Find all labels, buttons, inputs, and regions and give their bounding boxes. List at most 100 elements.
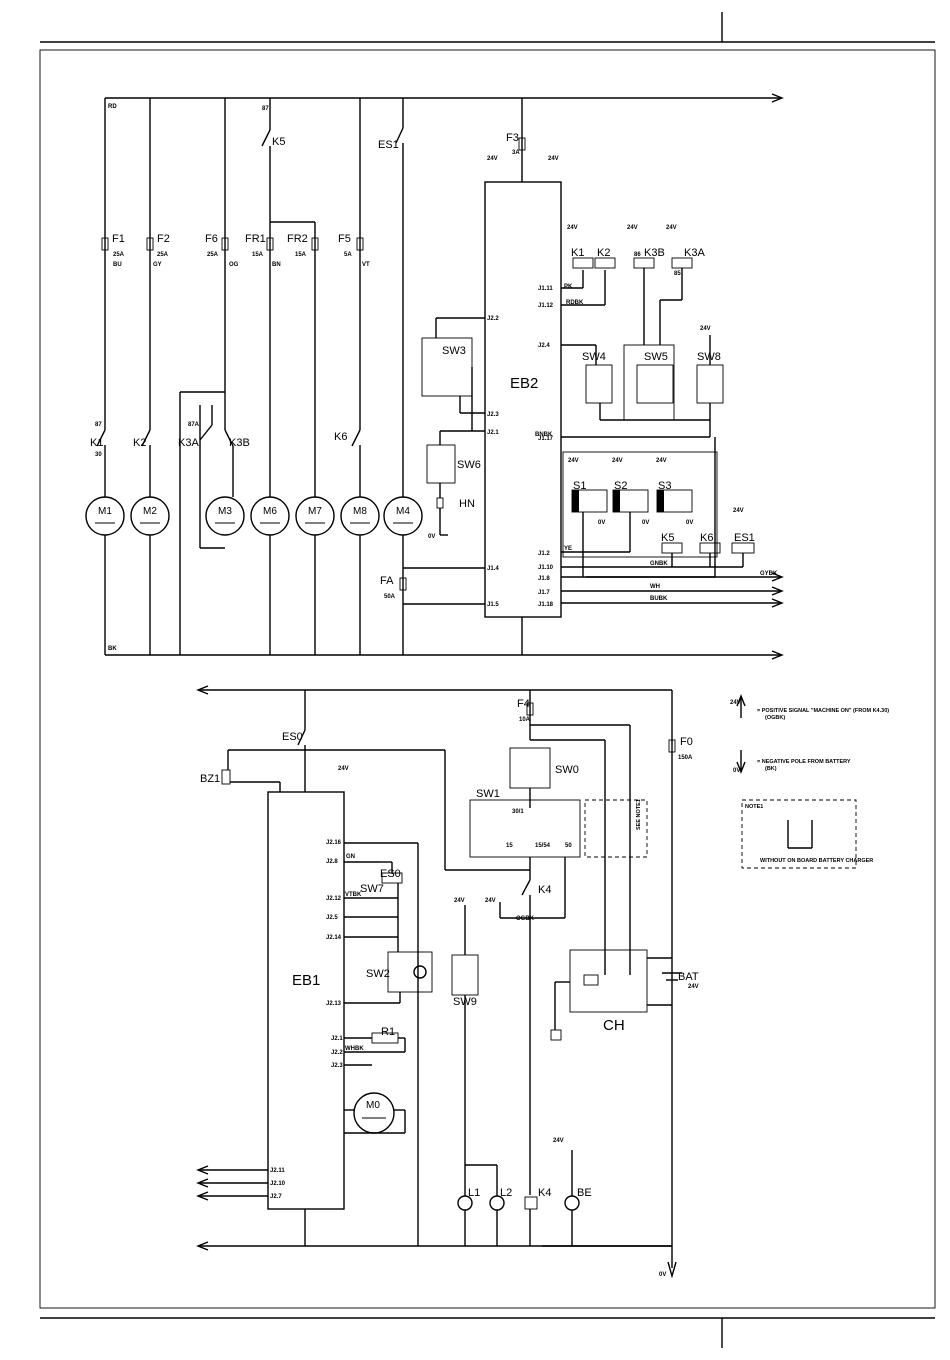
legend-positive-text: = POSITIVE SIGNAL "MACHINE ON" (FROM K4.… [757,708,889,714]
motor-M0 [353,1092,395,1134]
relay-K4-coil [524,1196,538,1210]
fuse-FR2-rating: 15A [295,252,307,258]
module-EB2-label: EB2 [510,375,538,392]
fuse-FR1-rating: 15A [252,252,264,258]
contact-85: 85 [674,271,681,277]
legend-positive-sub: (OGBK) [765,715,785,721]
wire-rd-label: RD [108,104,117,110]
switch-SW2-label: SW2 [366,968,390,980]
switch-SW6-label: SW6 [457,459,481,471]
note1-title: NOTE1 [745,804,763,810]
pin-eb1-j2-12: J2.12 [326,896,342,902]
voltage-label-24v-s1: 24V [568,458,579,464]
pin-eb1-j2-7: J2.7 [270,1194,282,1200]
fuse-F1-rating: 25A [113,252,125,258]
motor-M7 [295,496,335,536]
pin-j1-12: J1.12 [538,303,554,309]
fuse-F3-label: F3 [506,132,519,144]
sensor-S3-label: S3 [658,480,671,492]
fuse-F0-label: F0 [680,736,693,748]
contact-30-k1: 30 [95,452,102,458]
motor-M1-label: M1 [98,506,112,517]
pin-eb1-j2-13: J2.13 [326,1001,342,1007]
coil-K3B-label: K3B [644,247,665,259]
switch-SW4-label: SW4 [582,351,606,363]
legend-negative-sub: (BK) [765,766,777,772]
wire-pk-label: PK [564,284,573,290]
relay-K1-label: K1 [90,437,103,449]
pin-j1-2: J1.2 [538,551,550,557]
wire-gn-label: GN [346,854,355,860]
pin-eb1-j2-11: J2.11 [270,1168,285,1174]
voltage-label-0v-s1: 0V [598,520,605,526]
switch-SW8-label: SW8 [697,351,721,363]
coil-K6-label: K6 [700,532,713,544]
contact-87-k5: 87 [262,106,269,112]
switch-SW5-label: SW5 [644,351,668,363]
module-EB1-label: EB1 [292,972,320,989]
note1-box [741,799,857,869]
coil-K3A-label: K3A [684,247,705,259]
switch-SW8 [696,364,724,404]
legend-negative-text: = NEGATIVE POLE FROM BATTERY [757,759,851,765]
charger-CH [569,949,648,1013]
wire-bn-label: BN [272,262,281,268]
sensor-S2-label: S2 [614,480,627,492]
contact-15-54: 15/54 [535,843,551,849]
see-note1: SEE NOTE1 [636,799,642,830]
pin-eb1-j2-8: J2.8 [326,859,338,865]
wire-vt-label: VT [362,262,370,268]
labels: F1 25A F2 25A F6 25A FR1 15A FR2 15A F5 … [90,104,889,1278]
pin-eb1-j2-5: J2.5 [326,915,338,921]
motor-M8-label: M8 [353,506,367,517]
fuse-FA-rating: 50A [384,594,396,600]
sheet-frame [39,12,936,1348]
motor-M6 [250,496,290,536]
coil-ES0-label: ES0 [380,868,401,880]
pin-j1-4: J1.4 [487,566,499,572]
resistor-R1-label: R1 [381,1026,395,1038]
voltage-label-0v-s3: 0V [686,520,693,526]
voltage-label-0v-bat: 0V [659,1272,666,1278]
lamp-BE-label: BE [577,1187,592,1199]
relay-ES0-label: ES0 [282,731,303,743]
voltage-label-24v-s2: 24V [612,458,623,464]
upper-diagram [85,93,784,660]
coil-K1-label: K1 [571,247,584,259]
fuse-F0-rating: 150A [678,755,693,761]
lower-diagram [196,685,682,1279]
pin-j1-7: J1.7 [538,590,550,596]
voltage-label-24v-eb2-left: 24V [487,156,498,162]
battery-BAT-label: BAT [678,971,699,983]
contact-87-k1: 87 [95,422,102,428]
relay-K2-coil [594,257,616,269]
relay-K3B-coil [633,257,655,269]
motor-M4-label: M4 [396,506,410,517]
fuse-FR2-label: FR2 [287,233,308,245]
switch-SW7-label: SW7 [360,883,384,895]
switch-SW2 [387,951,433,993]
voltage-label-24v-k3a: 24V [666,225,677,231]
switch-SW9-label: SW9 [453,996,477,1008]
switch-SW1-label: SW1 [476,788,500,800]
relay-K3A-label: K3A [178,437,199,449]
voltage-label-24v-be: 24V [553,1138,564,1144]
pin-eb1-j2-14: J2.14 [326,935,342,941]
coil-K5-label: K5 [661,532,674,544]
switch-SW5 [636,364,674,404]
pin-eb1-j2-10: J2.10 [270,1181,286,1187]
wire-ye-label: YE [564,546,572,552]
buzzer-BZ1-label: BZ1 [200,773,220,785]
pin-j1-18: J1.18 [538,602,554,608]
relay-K4-coil-label: K4 [538,1187,551,1199]
charger-CH-label: CH [603,1017,625,1034]
relay-K3B-label: K3B [229,437,250,449]
relay-K5-coil [661,542,683,554]
voltage-label-24v-k3b: 24V [627,225,638,231]
relay-ES1-label: ES1 [378,139,399,151]
pin-j1-5: J1.5 [487,602,499,608]
legend [736,694,857,869]
voltage-label-24v-sw9: 24V [454,898,465,904]
switch-SW4 [585,364,613,404]
switch-SW1 [469,799,581,858]
